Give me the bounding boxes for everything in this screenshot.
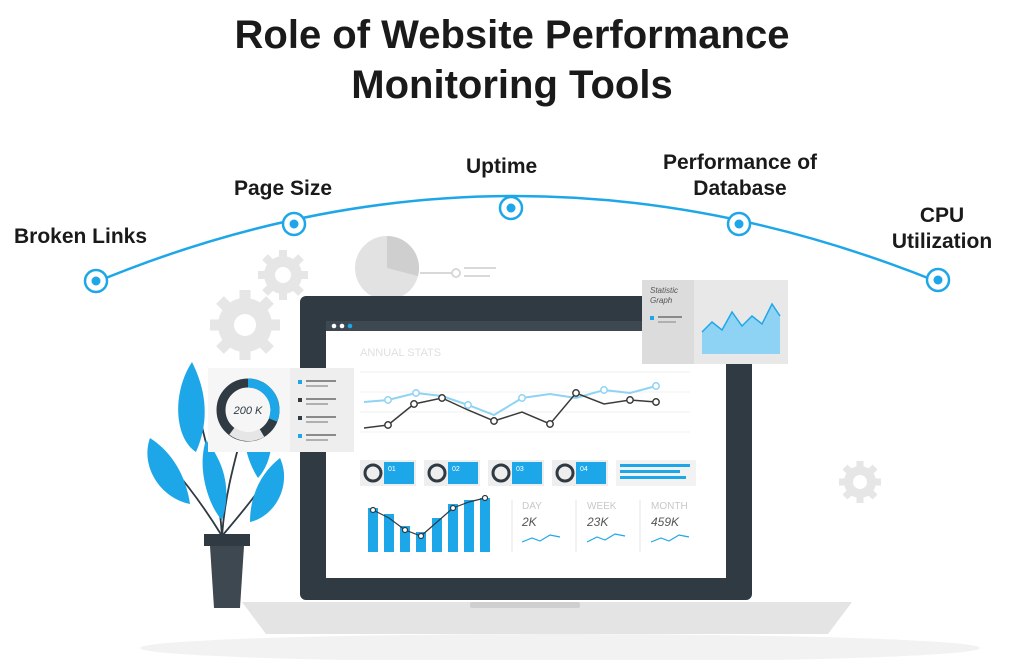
line-graph xyxy=(360,371,690,433)
gear-icon xyxy=(839,461,881,503)
stat-tile: 02 xyxy=(424,460,480,486)
stat-tile-label: 02 xyxy=(452,466,460,473)
stat-tile-label: 01 xyxy=(388,466,396,473)
stat-tile: 04 xyxy=(552,460,608,486)
node-label-cpu-line-2: Utilization xyxy=(891,230,993,253)
period-name: MONTH xyxy=(651,501,688,512)
statistic-graph-title-line-1: Statistic xyxy=(650,286,678,295)
timeline-arc xyxy=(95,194,939,284)
stat-tile-label: 04 xyxy=(580,466,588,473)
page-title: Role of Website Performance Monitoring T… xyxy=(0,10,1024,110)
stat-tile: 03 xyxy=(488,460,544,486)
node-page-size xyxy=(281,211,307,237)
progress-bars xyxy=(616,460,696,486)
node-label-uptime: Uptime xyxy=(466,155,538,178)
node-label-page-size: Page Size xyxy=(234,177,333,200)
node-label-broken-links: Broken Links xyxy=(14,225,148,248)
slider-lines-icon xyxy=(420,267,496,278)
laptop-base xyxy=(242,602,852,634)
plant-pot-rim xyxy=(204,534,250,546)
node-label-database: Performance of Database xyxy=(640,150,840,202)
node-label-database-line-2: Database xyxy=(693,177,787,200)
bar-trend-line xyxy=(372,497,486,537)
period-name: WEEK xyxy=(587,501,617,512)
gear-icon xyxy=(258,250,308,300)
donut-card: 200 K xyxy=(208,368,354,452)
node-uptime xyxy=(498,195,524,221)
period-value: 2K xyxy=(521,515,538,529)
period-value: 23K xyxy=(586,515,609,529)
title-line-2: Monitoring Tools xyxy=(351,63,673,107)
node-cpu xyxy=(925,267,951,293)
node-broken-links xyxy=(83,268,109,294)
stat-tile-label: 03 xyxy=(516,466,524,473)
plant-pot xyxy=(210,546,244,608)
bar-chart xyxy=(368,498,490,552)
bar-trend-points xyxy=(369,494,489,540)
period-stats: DAY 2K WEEK 23K MONTH 459K xyxy=(511,500,690,552)
node-label-database-line-1: Performance of xyxy=(662,151,818,174)
statistic-graph-card: Statistic Graph xyxy=(642,280,788,364)
node-label-cpu-line-1: CPU xyxy=(919,204,965,227)
period-value: 459K xyxy=(651,515,680,529)
statistic-graph-title-line-2: Graph xyxy=(650,296,673,305)
period-name: DAY xyxy=(522,501,542,512)
title-line-1: Role of Website Performance xyxy=(234,13,790,57)
node-database xyxy=(726,211,752,237)
floor-shadow xyxy=(140,634,980,660)
node-label-cpu: CPU Utilization xyxy=(872,203,1012,255)
stat-tile: 01 xyxy=(360,460,416,486)
donut-value: 200 K xyxy=(233,405,263,417)
pie-chart-icon xyxy=(355,236,420,300)
annual-stats-label: ANNUAL STATS xyxy=(360,347,441,359)
gear-icon xyxy=(210,290,280,360)
